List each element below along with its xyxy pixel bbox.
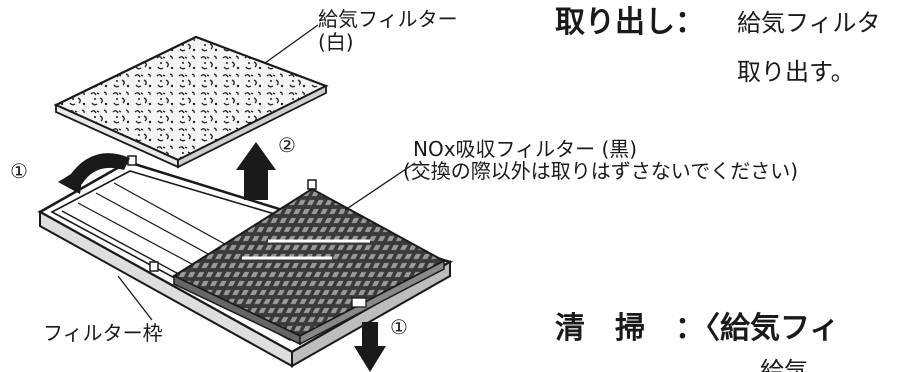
frame-label: フィルター枠 <box>43 321 163 345</box>
step-1-bottom-marker: ① <box>390 315 408 339</box>
arrow-head-icon <box>58 166 84 194</box>
supply-filter-color-label: (白) <box>318 30 354 54</box>
step-2-marker: ② <box>278 133 296 157</box>
up-arrow-icon <box>236 142 276 200</box>
frame-leader-line <box>117 275 153 321</box>
supply-filter-leader-line <box>264 24 319 64</box>
supply-air-filter <box>53 35 329 169</box>
remove-text-line-2: 取り出す。 <box>737 58 855 86</box>
remove-text-line-1: 給気フィルタ <box>737 9 881 37</box>
clean-heading: 清 掃 ：〈給気フィ <box>555 311 840 346</box>
remove-heading: 取り出し： <box>555 5 705 40</box>
nox-filter <box>171 187 447 346</box>
nox-filter-leader-line <box>344 162 416 211</box>
nox-filter-note: (交換の際以外は取りはずさないでください) <box>403 159 799 183</box>
clean-text-line-1: 給気 <box>760 357 808 372</box>
down-arrow-icon <box>354 322 386 372</box>
step-1-marker: ① <box>10 159 28 183</box>
nox-filter-label: NOx吸収フィルター (黒) <box>413 137 638 161</box>
lift-curve-arrow-icon <box>68 153 130 184</box>
supply-filter-label: 給気フィルター <box>318 7 458 31</box>
